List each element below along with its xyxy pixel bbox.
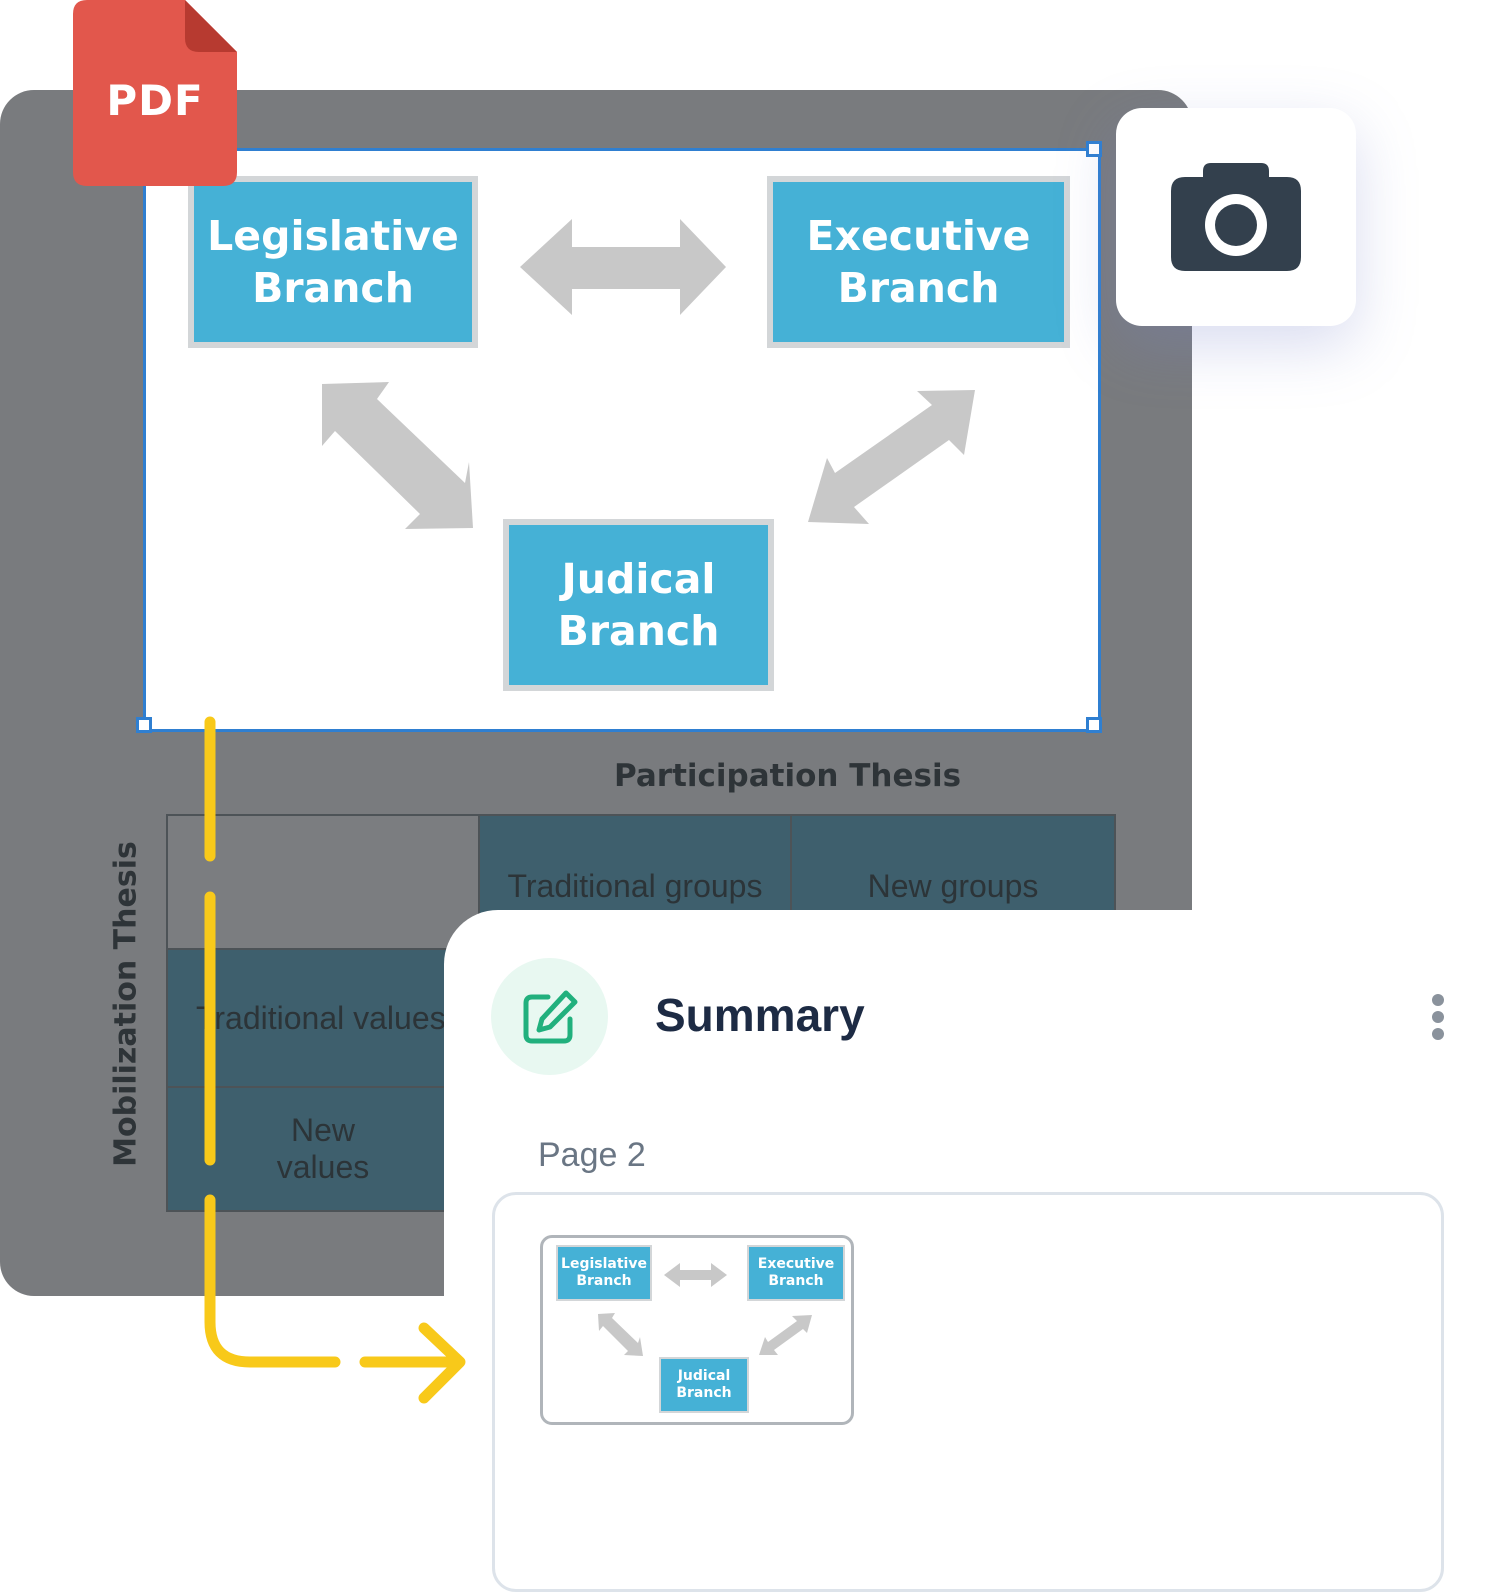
summary-title: Summary [655,989,865,1041]
more-options-icon[interactable] [1426,994,1450,1042]
edit-icon [523,990,577,1043]
resize-handle-top-right[interactable] [1086,141,1102,157]
thumb-legislative-branch-box: Legislative Branch [556,1245,652,1301]
table-corner-cell [166,814,480,950]
capture-selection[interactable]: Legislative Branch Executive Branch Judi… [136,141,1102,733]
diagram-arrows [322,219,975,529]
thumb-executive-branch-box: Executive Branch [747,1245,845,1301]
camera-button[interactable] [1116,108,1356,326]
captured-image-thumbnail[interactable]: Legislative Branch Executive Branch Judi… [540,1235,854,1425]
double-arrow-diagonal-left [322,382,473,529]
legislative-branch-box: Legislative Branch [188,176,478,348]
mobilization-thesis-title: Mobilization Thesis [108,841,144,1167]
table-row-header-cell: Traditional values [166,948,480,1088]
thumb-judical-branch-box: Judical Branch [659,1357,749,1413]
pdf-badge-label: PDF [106,76,204,125]
edit-icon-badge[interactable] [491,958,608,1075]
judical-branch-box: Judical Branch [503,519,774,691]
page-label: Page 2 [538,1136,646,1174]
double-arrow-diagonal-right [808,390,975,524]
table-row-header-cell: New values [166,1086,480,1212]
camera-icon [1171,163,1301,271]
executive-branch-box: Executive Branch [767,176,1070,348]
resize-handle-bottom-left[interactable] [136,717,152,733]
summary-panel: Summary Page 2 Legislative Branch Execut… [444,910,1493,1592]
double-arrow-horizontal [520,219,726,315]
resize-handle-bottom-right[interactable] [1086,717,1102,733]
thumbnail-arrows [598,1263,812,1356]
participation-thesis-title: Participation Thesis [614,758,962,794]
pdf-file-icon: PDF [73,0,237,186]
page-content-box: Legislative Branch Executive Branch Judi… [492,1192,1444,1592]
